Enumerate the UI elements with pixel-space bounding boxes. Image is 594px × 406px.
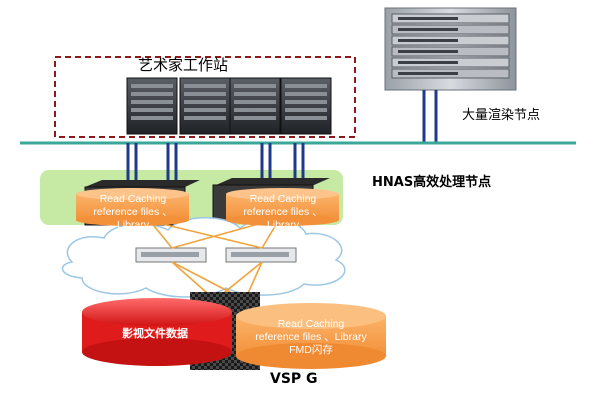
orange-disk [236, 303, 386, 369]
workstation-group-box [54, 56, 356, 138]
vsp-label: VSP G [270, 371, 318, 387]
orange-disk-line1: Read Caching [277, 318, 345, 330]
render-rack [384, 7, 517, 91]
orange-disk-line2: reference files 、Library [255, 331, 367, 343]
red-disk-label: 影视文件数据 [122, 327, 188, 340]
cache-left-line2: reference files 、Library [93, 206, 173, 231]
artist-workstation-label: 艺术家工作站 [138, 56, 229, 74]
red-disk [82, 298, 232, 366]
cache-oval-left [76, 188, 189, 226]
workstations [126, 77, 332, 135]
cache-oval-right [226, 188, 339, 226]
switches [135, 247, 297, 263]
cache-left-line1: Read Caching [99, 193, 167, 205]
orange-disk-text: Read Caching reference files 、Library FM… [252, 318, 370, 357]
rack-links [422, 90, 438, 143]
hnas-links [126, 143, 305, 182]
orange-disk-line3: FMD闪存 [289, 344, 333, 356]
render-nodes-label: 大量渲染节点 [462, 108, 541, 123]
cache-right-text: Read Caching reference files 、Library [228, 193, 338, 232]
hnas-nodes-label: HNAS高效处理节点 [372, 175, 492, 190]
cache-right-line2: reference files 、Library [243, 206, 323, 231]
cache-right-line1: Read Caching [249, 193, 317, 205]
cache-left-text: Read Caching reference files 、Library [78, 193, 188, 232]
